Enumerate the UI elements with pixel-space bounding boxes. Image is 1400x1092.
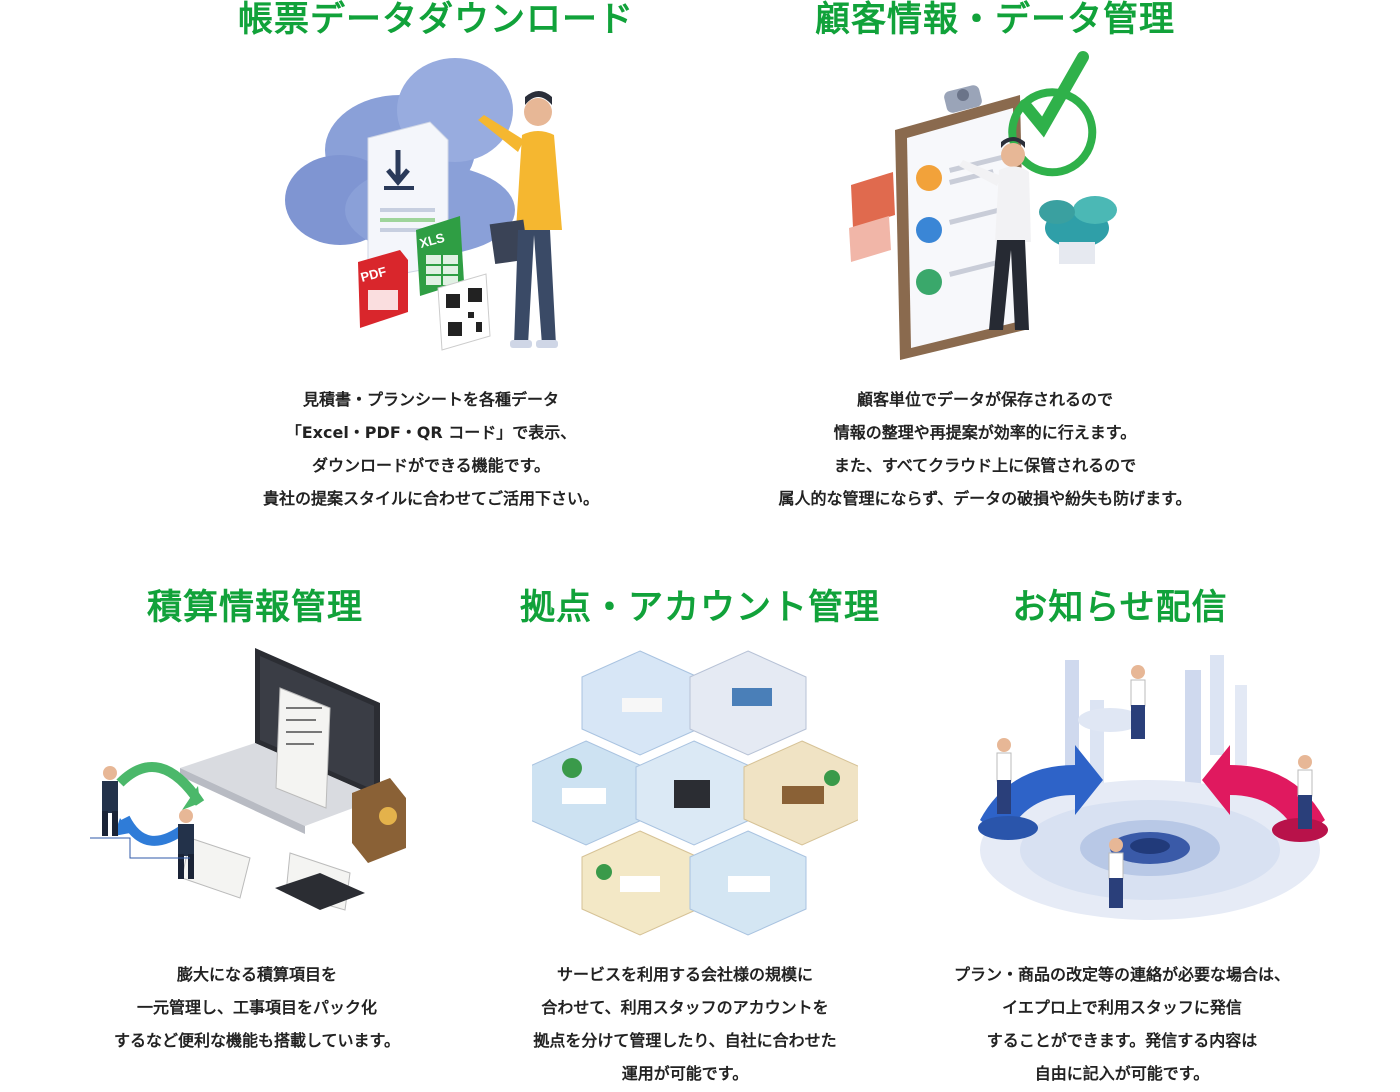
- pdf-file-icon: PDF: [358, 250, 408, 328]
- sync-arrows-icon: [114, 762, 205, 846]
- notification-broadcast-illustration: [970, 650, 1335, 950]
- person-icon: [102, 766, 194, 879]
- plant-icon: [1039, 196, 1117, 264]
- description-line: イエプロ上で利用スタッフに発信: [1002, 998, 1242, 1017]
- description-line: 合わせて、利用スタッフのアカウントを: [541, 998, 829, 1017]
- xls-file-icon: XLS: [416, 216, 464, 296]
- svg-text:XLS: XLS: [418, 230, 447, 251]
- qr-code-icon: [437, 273, 491, 351]
- description-line: 顧客単位でデータが保存されるので: [856, 390, 1113, 409]
- folder-icon: [849, 172, 895, 262]
- description-line: 膨大になる積算項目を: [176, 965, 337, 984]
- feature-description: 見積書・プランシートを各種データ 「Excel・PDF・QR コード」で表示、 …: [235, 383, 627, 515]
- feature-title: お知らせ配信: [1012, 588, 1228, 628]
- description-line: プラン・商品の改定等の連絡が必要な場合は、: [953, 965, 1290, 984]
- description-line: するなど便利な機能も搭載しています。: [114, 1031, 400, 1050]
- arrow-icon: [978, 745, 1328, 842]
- platform-icon: [980, 708, 1320, 920]
- description-line: 属人的な管理にならず、データの破損や紛失も防げます。: [778, 489, 1192, 508]
- description-line: することができます。発信する内容は: [986, 1031, 1258, 1050]
- smartphone-icon: [275, 873, 365, 910]
- description-line: 情報の整理や再提案が効率的に行えます。: [833, 423, 1137, 442]
- description-line: また、すべてクラウド上に保管されるので: [833, 456, 1137, 475]
- feature-title: 積算情報管理: [146, 588, 363, 628]
- description-line: 見積書・プランシートを各種データ: [302, 390, 559, 409]
- svg-text:PDF: PDF: [359, 264, 388, 285]
- description-line: ダウンロードができる機能です。: [311, 456, 551, 475]
- feature-title: 帳票データダウンロード: [238, 0, 635, 40]
- description-line: 貴社の提案スタイルに合わせてご活用下さい。: [262, 489, 599, 508]
- description-line: 自由に記入が可能です。: [1034, 1064, 1210, 1083]
- description-line: 「Excel・PDF・QR コード」で表示、: [285, 423, 577, 442]
- feature-description: 顧客単位でデータが保存されるので 情報の整理や再提案が効率的に行えます。 また、…: [750, 383, 1220, 515]
- feature-title: 顧客情報・データ管理: [815, 0, 1176, 40]
- report-download-illustration: PDF XLS: [280, 50, 610, 365]
- office-room-icon: [532, 650, 858, 936]
- person-icon: [478, 91, 562, 348]
- feature-description: 膨大になる積算項目を 一元管理し、工事項目をパック化 するなど便利な機能も搭載し…: [97, 958, 417, 1057]
- safe-icon: [352, 778, 406, 863]
- customer-data-illustration: [845, 50, 1125, 365]
- feature-description: プラン・商品の改定等の連絡が必要な場合は、 イエプロ上で利用スタッフに発信 する…: [930, 958, 1314, 1090]
- description-line: 一元管理し、工事項目をパック化: [136, 998, 377, 1017]
- description-line: サービスを利用する会社様の規模に: [556, 965, 813, 984]
- branch-account-illustration: [532, 648, 858, 938]
- description-line: 拠点を分けて管理したり、自社に合わせた: [533, 1031, 837, 1050]
- customer-avatar-icon: [916, 154, 1004, 295]
- feature-description: サービスを利用する会社様の規模に 合わせて、利用スタッフのアカウントを 拠点を分…: [512, 958, 858, 1090]
- description-line: 運用が可能です。: [621, 1064, 749, 1083]
- person-icon: [959, 137, 1031, 330]
- person-icon: [996, 665, 1313, 908]
- feature-title: 拠点・アカウント管理: [520, 588, 881, 628]
- estimate-management-illustration: [90, 648, 420, 928]
